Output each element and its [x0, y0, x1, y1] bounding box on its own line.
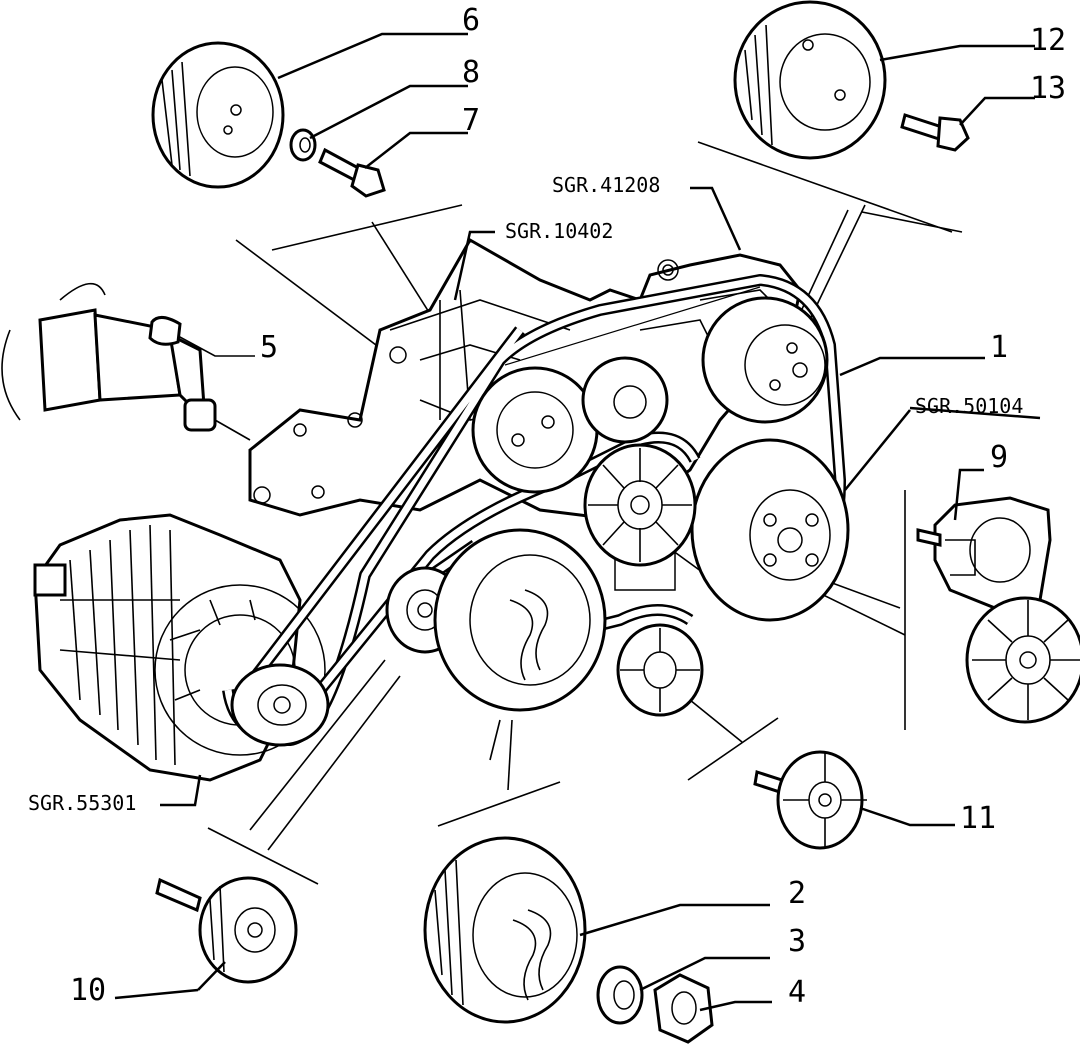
ac-compressor-pulley [690, 438, 850, 622]
label-part-2: 2 [788, 876, 806, 911]
labels: 6 8 7 12 13 5 1 9 11 2 3 4 10 SGR.41208 … [28, 3, 1066, 1010]
label-part-13: 13 [1030, 71, 1066, 106]
idler-upper [581, 356, 669, 444]
label-part-6: 6 [462, 3, 480, 38]
woodruff-key [148, 316, 255, 357]
part-4-nut [653, 973, 714, 1044]
label-sgr-41208: SGR.41208 [552, 173, 660, 197]
label-sgr-55301: SGR.55301 [28, 791, 136, 815]
part-6-pulley [151, 41, 285, 189]
part-12-pulley [733, 0, 887, 160]
leader-lines [114, 32, 1041, 1012]
label-part-5: 5 [260, 330, 278, 365]
part-9-tensioner [916, 496, 1080, 724]
part-13-bolt [900, 113, 970, 152]
water-pump-pulley [471, 366, 599, 494]
label-sgr-50104: SGR.50104 [915, 394, 1023, 418]
power-steering-pulley [701, 296, 829, 424]
label-part-7: 7 [462, 103, 480, 138]
part-7-bolt [318, 147, 386, 198]
part-3-washer [596, 965, 644, 1025]
label-part-4: 4 [788, 975, 806, 1010]
label-part-12: 12 [1030, 23, 1066, 58]
label-sgr-10402: SGR.10402 [505, 219, 613, 243]
part-10-idler [155, 876, 298, 984]
label-part-9: 9 [990, 440, 1008, 475]
tensioner-pulley-center [583, 443, 697, 567]
label-part-10: 10 [70, 973, 106, 1008]
part-8-washer [289, 128, 317, 162]
part-2-crank-pulley [423, 836, 587, 1024]
idler-pulley-lower [616, 623, 704, 717]
label-part-8: 8 [462, 55, 480, 90]
crankshaft-pulley [433, 528, 607, 712]
alternator-pulley [230, 663, 330, 747]
label-part-11: 11 [960, 801, 996, 836]
crankshaft-end [1, 282, 251, 441]
label-part-3: 3 [788, 924, 806, 959]
label-part-1: 1 [990, 330, 1008, 365]
part-11-idler [753, 750, 867, 850]
